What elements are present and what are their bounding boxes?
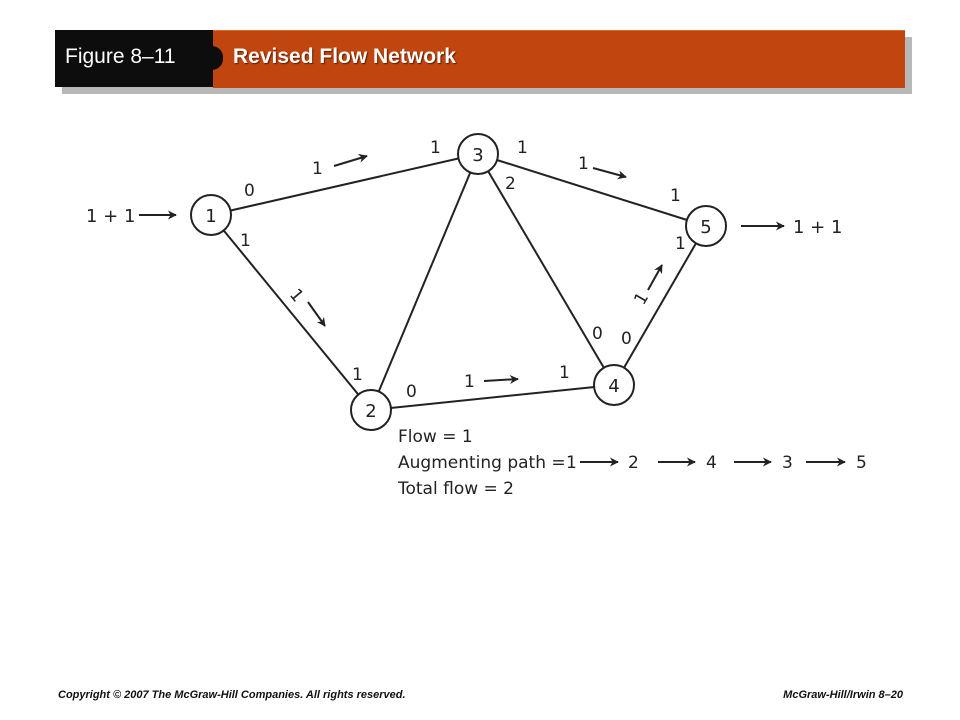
edge-3-4 [477, 153, 615, 386]
flow-2-4: 1 [464, 372, 475, 392]
node-1: 1 [190, 194, 232, 236]
flow-arrow-1-3 [333, 154, 368, 167]
edge-2-4 [370, 384, 615, 411]
edge-1-2 [210, 214, 372, 411]
header-notch [201, 46, 223, 70]
edge-3-2 [370, 153, 479, 411]
path-node-1: 1 [566, 453, 577, 473]
figure-label-box: Figure 8–11 [55, 30, 213, 87]
flow-3-5: 1 [578, 154, 589, 174]
cap-3-4-at-4: 0 [592, 324, 603, 344]
flow-summary: Flow = 1 [398, 427, 473, 447]
sink-label: 1 + 1 [793, 217, 842, 238]
edge-4-5 [613, 225, 707, 386]
path-node-3: 4 [706, 453, 717, 473]
cap-3-4-at-3: 2 [505, 174, 516, 194]
node-1-label: 1 [205, 206, 216, 227]
flow-1-3: 1 [312, 159, 323, 179]
total-flow-summary: Total flow = 2 [397, 479, 514, 499]
cap-3-5-at-5: 1 [670, 186, 681, 206]
node-4-label: 4 [608, 376, 619, 397]
source-label: 1 + 1 [86, 206, 135, 227]
cap-4-5-at-4: 0 [621, 329, 632, 349]
node-2-label: 2 [365, 401, 376, 422]
title-box: Revised Flow Network [213, 30, 905, 88]
flow-arrow-2-4 [483, 374, 519, 384]
cap-3-5-at-3: 1 [517, 138, 528, 158]
path-node-5: 5 [856, 453, 867, 473]
flow-arrow-3-5 [592, 167, 627, 180]
cap-1-2-at-1: 1 [240, 231, 251, 251]
flow-4-5: 1 [630, 289, 653, 308]
node-3: 3 [457, 133, 499, 175]
flow-1-2: 1 [285, 285, 307, 306]
path-node-4: 3 [782, 453, 793, 473]
cap-2-4-at-4: 1 [559, 363, 570, 383]
slide-title: Revised Flow Network [233, 45, 456, 68]
cap-1-3-at-1: 0 [244, 181, 255, 201]
slide-header: Figure 8–11 Revised Flow Network [55, 30, 905, 88]
cap-4-5-at-5: 1 [675, 234, 686, 254]
publisher-page-number: McGraw-Hill/Irwin 8–20 [783, 689, 903, 701]
node-5: 5 [685, 205, 727, 247]
flow-arrow-4-5 [647, 264, 663, 291]
node-5-label: 5 [700, 217, 711, 238]
path-node-2: 2 [628, 453, 639, 473]
augmenting-path-label: Augmenting path = [398, 453, 566, 473]
node-3-label: 3 [472, 145, 483, 166]
edge-3-5 [477, 153, 707, 227]
copyright-notice: Copyright © 2007 The McGraw-Hill Compani… [58, 689, 406, 701]
cap-1-3-at-3: 1 [430, 138, 441, 158]
cap-1-2-at-2: 1 [352, 365, 363, 385]
node-2: 2 [350, 389, 392, 431]
figure-label: Figure 8–11 [65, 45, 176, 68]
node-4: 4 [593, 364, 635, 406]
cap-2-4-at-2: 0 [406, 382, 417, 402]
flow-arrow-1-2 [307, 301, 326, 327]
edge-1-3 [210, 153, 479, 216]
